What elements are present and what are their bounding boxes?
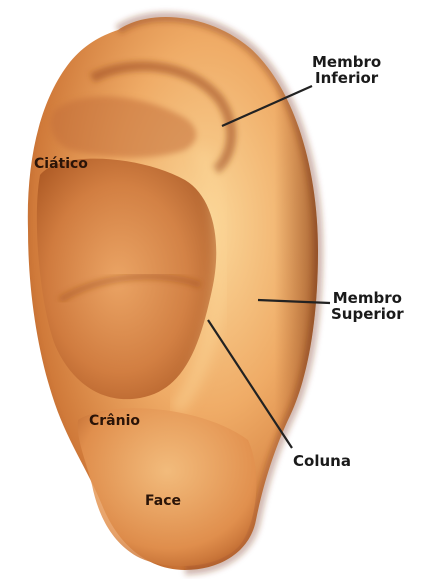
label-membro-superior: Membro Superior (331, 290, 404, 322)
label-face: Face (145, 493, 181, 509)
label-coluna: Coluna (293, 453, 351, 469)
label-membro-inferior-line2: Inferior (314, 69, 379, 87)
label-coluna-text: Coluna (293, 452, 351, 470)
label-cranio-text: Crânio (89, 413, 141, 429)
label-cranio: Crânio (89, 413, 140, 429)
leader-line-coluna (207, 319, 293, 449)
label-membro-inferior: Membro Inferior (312, 54, 381, 86)
label-ciatico-text: Ciático (34, 156, 88, 172)
label-membro-inferior-line1: Membro (312, 53, 382, 71)
leader-line-membro-superior (257, 298, 331, 305)
label-membro-superior-line2: Superior (331, 305, 404, 323)
leader-line-membro-inferior (221, 84, 313, 128)
label-face-text: Face (145, 493, 181, 509)
label-membro-superior-line1: Membro (332, 289, 402, 307)
label-ciatico: Ciático (34, 156, 88, 172)
